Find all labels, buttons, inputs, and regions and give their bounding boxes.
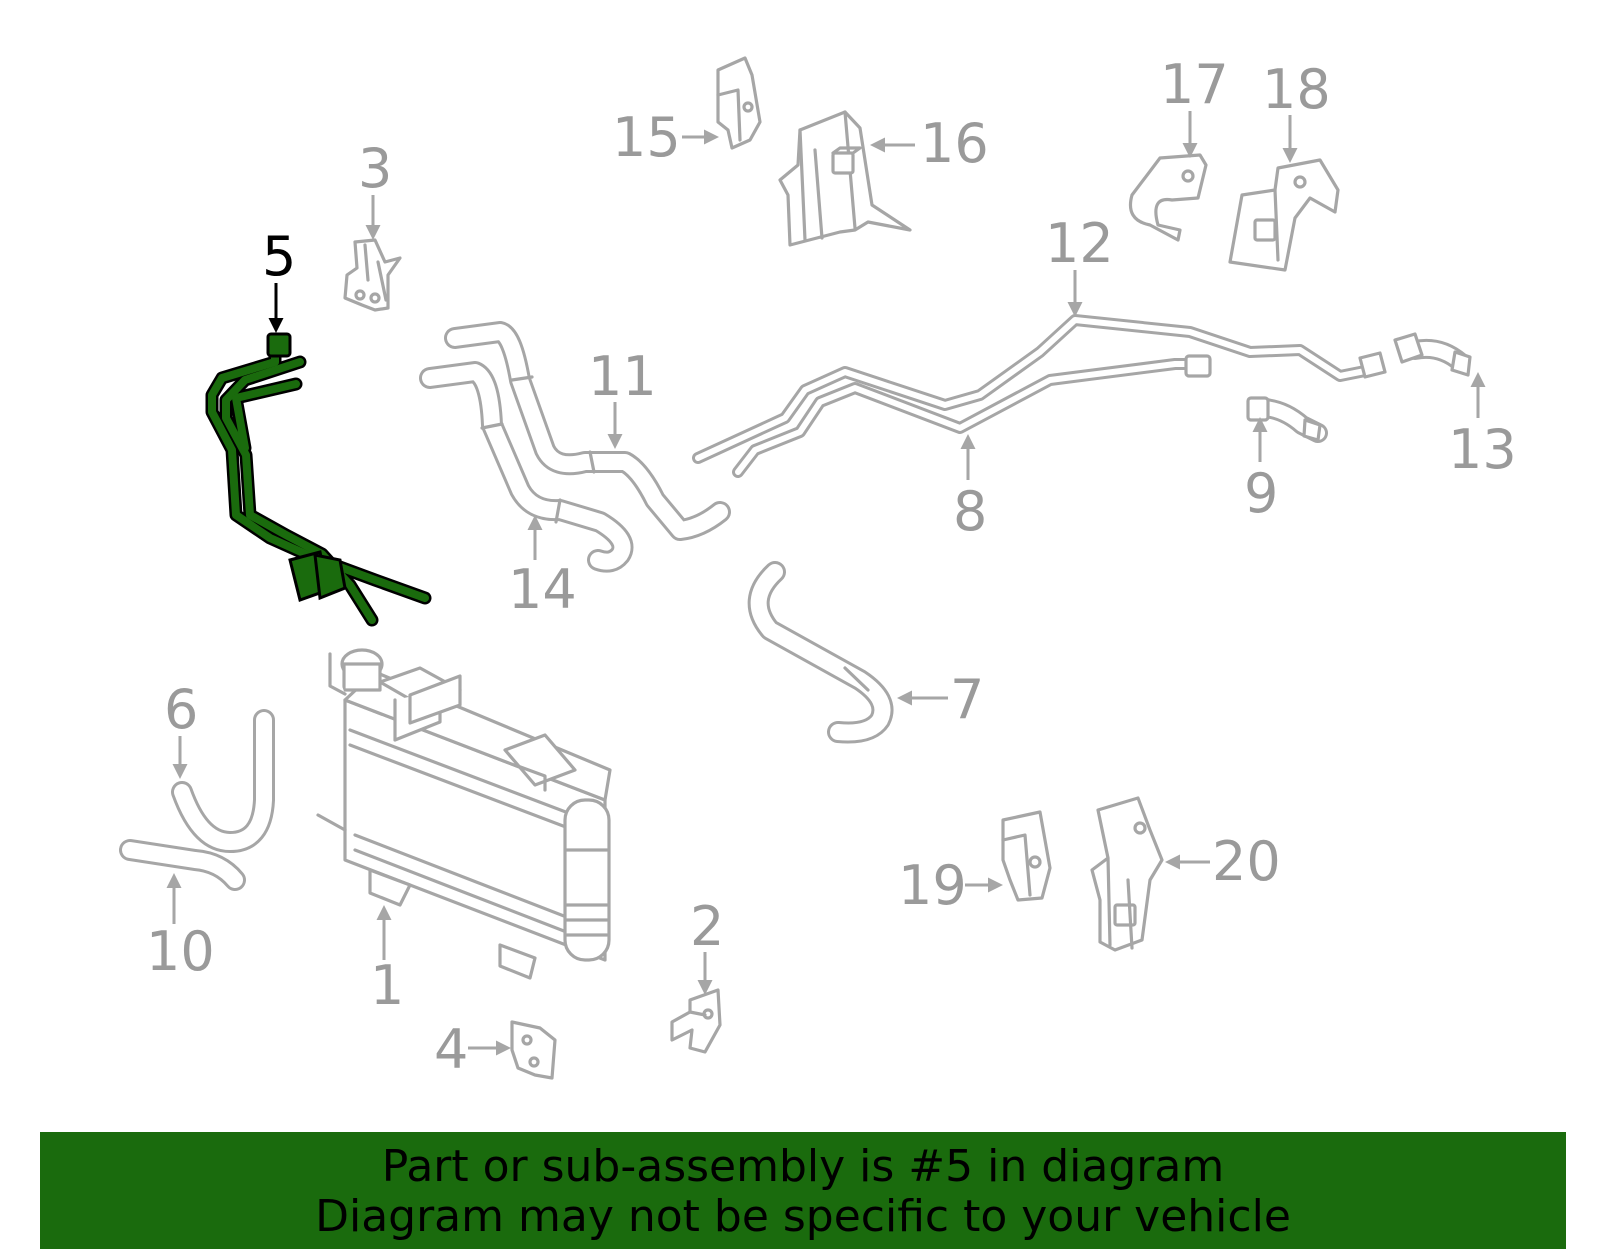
part-5-oil-cooler-tube-assembly[interactable] — [205, 332, 432, 627]
callout-18: 18 — [1262, 58, 1331, 121]
callout-arrows — [166, 111, 1486, 1056]
part-19-bracket[interactable] — [1001, 810, 1052, 902]
part-8-oil-cooler-tube[interactable] — [732, 354, 1212, 478]
callout-numbers: 1 2 3 4 5 6 7 8 9 10 11 12 13 14 15 16 1… — [146, 53, 1517, 1081]
callout-20: 20 — [1212, 830, 1281, 893]
part-11-hose[interactable] — [444, 321, 731, 541]
part-13-fitting[interactable] — [1393, 332, 1472, 377]
callout-7: 7 — [950, 668, 984, 731]
part-3-bracket[interactable] — [343, 238, 402, 312]
callout-11: 11 — [588, 345, 657, 408]
callout-15: 15 — [612, 106, 681, 169]
callout-9: 9 — [1244, 462, 1278, 525]
part-4-bracket[interactable] — [510, 1020, 557, 1080]
callout-19: 19 — [898, 854, 967, 917]
part-12-oil-cooler-tube[interactable] — [692, 314, 1387, 464]
callout-5: 5 — [262, 225, 296, 288]
callout-6: 6 — [164, 678, 198, 741]
part-1-oil-cooler[interactable] — [316, 648, 612, 980]
banner-line-part-info: Part or sub-assembly is #5 in diagram — [381, 1141, 1225, 1192]
part-14-hose[interactable] — [419, 361, 634, 573]
callout-16: 16 — [920, 112, 989, 175]
part-18-bracket[interactable] — [1228, 158, 1340, 272]
part-10-hose[interactable] — [119, 839, 246, 891]
callout-2: 2 — [690, 895, 724, 958]
part-7-hose[interactable] — [747, 561, 894, 744]
banner-line-disclaimer: Diagram may not be specific to your vehi… — [315, 1191, 1291, 1242]
part-15-bracket[interactable] — [716, 56, 762, 150]
callout-13: 13 — [1448, 418, 1517, 481]
callout-3: 3 — [358, 137, 392, 200]
part-17-clamp[interactable] — [1128, 153, 1208, 242]
callout-8: 8 — [953, 480, 987, 543]
part-20-bracket[interactable] — [1090, 796, 1164, 952]
callout-12: 12 — [1045, 212, 1114, 275]
callout-1: 1 — [370, 954, 404, 1017]
part-6-hose[interactable] — [171, 709, 275, 853]
info-banner: Part or sub-assembly is #5 in diagram Di… — [40, 1132, 1566, 1249]
callout-10: 10 — [146, 920, 215, 983]
callout-14: 14 — [508, 558, 577, 621]
part-2-bracket[interactable] — [670, 988, 722, 1054]
part-16-bracket[interactable] — [778, 110, 912, 247]
callout-4: 4 — [434, 1018, 468, 1081]
callout-17: 17 — [1160, 53, 1229, 116]
part-9-fitting[interactable] — [1246, 396, 1328, 443]
